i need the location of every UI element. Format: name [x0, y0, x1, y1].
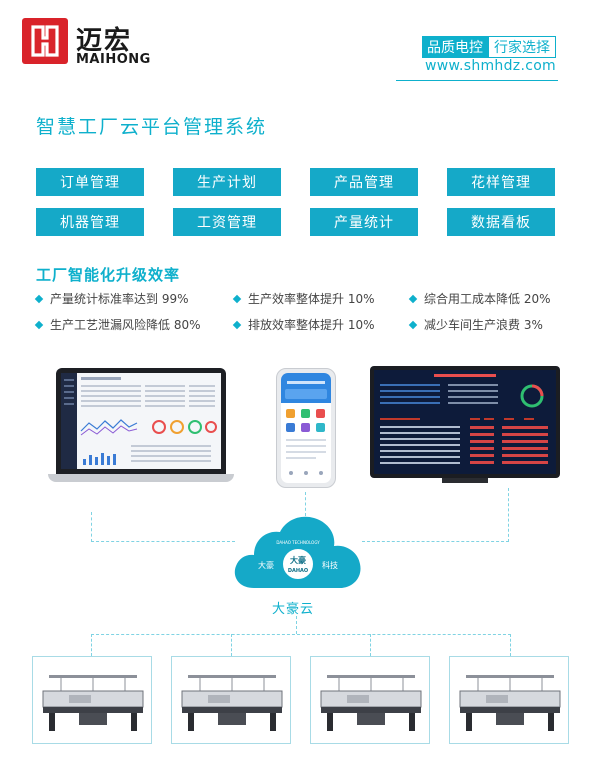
page-title: 智慧工厂云平台管理系统 [36, 116, 268, 138]
benefit-text: 排放效率整体提升 10% [248, 318, 375, 332]
diamond-bullet-icon [408, 294, 418, 303]
module-button-orders[interactable]: 订单管理 [36, 168, 144, 196]
benefit-item: 综合用工成本降低 20% [408, 290, 570, 307]
benefit-item: 生产效率整体提升 10% [232, 290, 410, 307]
benefit-item: 排放效率整体提升 10% [232, 316, 410, 333]
connector-line [91, 541, 235, 542]
module-button-patterns[interactable]: 花样管理 [447, 168, 555, 196]
diamond-bullet-icon [232, 294, 242, 303]
diamond-bullet-icon [34, 320, 44, 329]
cloud-badge-left-text: 大豪 [258, 560, 274, 570]
module-button-products[interactable]: 产品管理 [310, 168, 418, 196]
benefit-item: 产量统计标准率达到 99% [34, 290, 234, 307]
connector-line [91, 634, 511, 635]
connector-line [305, 492, 306, 516]
module-button-output-stats[interactable]: 产量统计 [310, 208, 418, 236]
connector-line [231, 634, 232, 656]
module-grid: 订单管理 生产计划 产品管理 花样管理 机器管理 工资管理 产量统计 数据看板 [36, 168, 556, 236]
laptop-base [48, 474, 234, 482]
knitting-machine-image [310, 656, 430, 744]
laptop-device-image [48, 368, 234, 482]
phone-app-screen [281, 373, 331, 483]
benefits-list: 产量统计标准率达到 99% 生产效率整体提升 10% 综合用工成本降低 20% … [34, 290, 576, 333]
brand-slogan: 品质电控 行家选择 [422, 36, 556, 58]
website-link[interactable]: www.shmhdz.com [425, 58, 556, 74]
monitor-device-image [370, 366, 560, 483]
cloud-badge-en-text: DAHAO [288, 568, 308, 574]
logo-mark-icon [22, 18, 68, 64]
diamond-bullet-icon [232, 320, 242, 329]
connector-line [362, 541, 509, 542]
module-button-machines[interactable]: 机器管理 [36, 208, 144, 236]
connector-line [508, 488, 509, 542]
benefit-text: 生产效率整体提升 10% [248, 292, 375, 306]
cloud-badge-arc-text: DAHAO TECHNOLOGY [276, 540, 320, 545]
knitting-machine-image [449, 656, 569, 744]
laptop-lid [56, 368, 226, 474]
brand-logo: 迈宏 MAIHONG [22, 18, 172, 74]
connector-line [296, 616, 297, 634]
cloud-badge-right-text: 科技 [322, 560, 338, 570]
monitor-bigscreen-dashboard [374, 370, 556, 474]
slogan-part-2: 行家选择 [488, 36, 556, 58]
diamond-bullet-icon [34, 294, 44, 303]
connector-line [91, 634, 92, 656]
cloud-badge-center-text: 大豪 [290, 555, 306, 565]
knitting-machine-image [171, 656, 291, 744]
benefit-text: 减少车间生产浪费 3% [424, 318, 543, 332]
benefit-item: 生产工艺泄漏风险降低 80% [34, 316, 234, 333]
diamond-bullet-icon [408, 320, 418, 329]
monitor-frame [370, 366, 560, 478]
module-button-wages[interactable]: 工资管理 [173, 208, 281, 236]
slogan-part-1: 品质电控 [422, 36, 488, 58]
brand-name-cn: 迈宏 [76, 26, 133, 56]
laptop-dashboard-screen [61, 373, 221, 469]
benefit-text: 产量统计标准率达到 99% [50, 292, 189, 306]
module-button-production-plan[interactable]: 生产计划 [173, 168, 281, 196]
phone-device-image [276, 368, 336, 488]
connector-line [370, 634, 371, 656]
monitor-stand [442, 478, 488, 483]
benefits-title: 工厂智能化升级效率 [36, 266, 181, 284]
header-divider [396, 80, 558, 81]
benefit-item: 减少车间生产浪费 3% [408, 316, 570, 333]
brand-name-en: MAIHONG [76, 52, 151, 67]
knitting-machine-image [32, 656, 152, 744]
benefit-text: 生产工艺泄漏风险降低 80% [50, 318, 201, 332]
cloud-caption: 大豪云 [272, 602, 315, 617]
connector-line [91, 512, 92, 542]
connector-line [510, 634, 511, 656]
cloud-platform-icon: 大豪 DAHAO DAHAO TECHNOLOGY 大豪 科技 [228, 510, 368, 594]
benefit-text: 综合用工成本降低 20% [424, 292, 551, 306]
module-button-dashboard[interactable]: 数据看板 [447, 208, 555, 236]
